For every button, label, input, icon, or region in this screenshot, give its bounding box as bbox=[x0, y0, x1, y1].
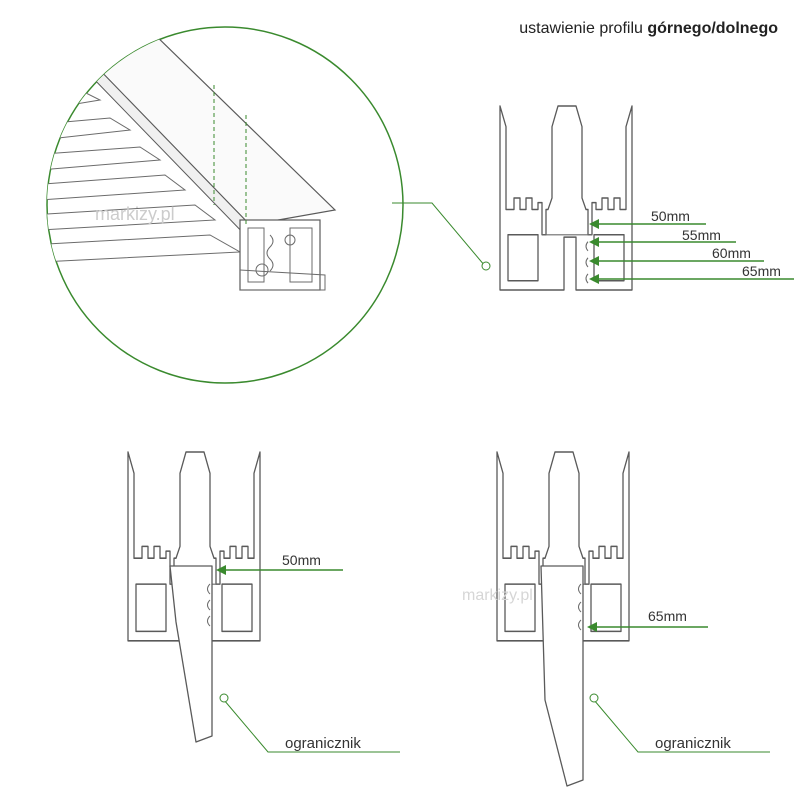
bottom-right-measurement: 65mm bbox=[648, 608, 687, 624]
zoom-circle-illustration: markizy.pl bbox=[46, 26, 491, 384]
top-arrow-head-3 bbox=[589, 274, 599, 284]
top-label-65mm: 65mm bbox=[742, 263, 781, 279]
bottom-left-part-label: ogranicznik bbox=[285, 735, 361, 752]
bottom-left-measurement: 50mm bbox=[282, 552, 321, 568]
top-arrow-head-0 bbox=[589, 219, 599, 229]
top-arrow-head-1 bbox=[589, 237, 599, 247]
zoom-leader-dot bbox=[481, 261, 491, 271]
bottom-left-limiter bbox=[169, 565, 213, 743]
zoom-watermark: markizy.pl bbox=[95, 204, 175, 224]
zoom-leader-line bbox=[392, 202, 486, 267]
header-bold: górnego/dolnego bbox=[647, 20, 778, 37]
bottom-right-part-label: ogranicznik bbox=[655, 735, 731, 752]
bottom-left-profile-diagram: 50mm ogranicznik bbox=[127, 451, 400, 753]
bottom-left-leader bbox=[223, 699, 400, 753]
top-measurement-labels: 50mm 55mm 60mm 65mm bbox=[651, 208, 781, 279]
top-label-50mm: 50mm bbox=[651, 208, 690, 224]
top-label-55mm: 55mm bbox=[682, 227, 721, 243]
header-title: ustawienie profilu górnego/dolnego bbox=[519, 20, 778, 38]
top-profile-diagram bbox=[499, 105, 633, 291]
bottom-right-watermark: markizy.pl bbox=[462, 587, 533, 604]
top-label-60mm: 60mm bbox=[712, 245, 751, 261]
bottom-right-limiter bbox=[540, 565, 584, 787]
top-arrow-head-2 bbox=[589, 256, 599, 266]
bottom-right-profile-diagram: 65mm markizy.pl ogranicznik bbox=[462, 451, 770, 787]
header-prefix: ustawienie profilu bbox=[519, 20, 648, 37]
bottom-right-leader bbox=[593, 699, 770, 753]
top-measurement-arrows bbox=[589, 219, 794, 284]
